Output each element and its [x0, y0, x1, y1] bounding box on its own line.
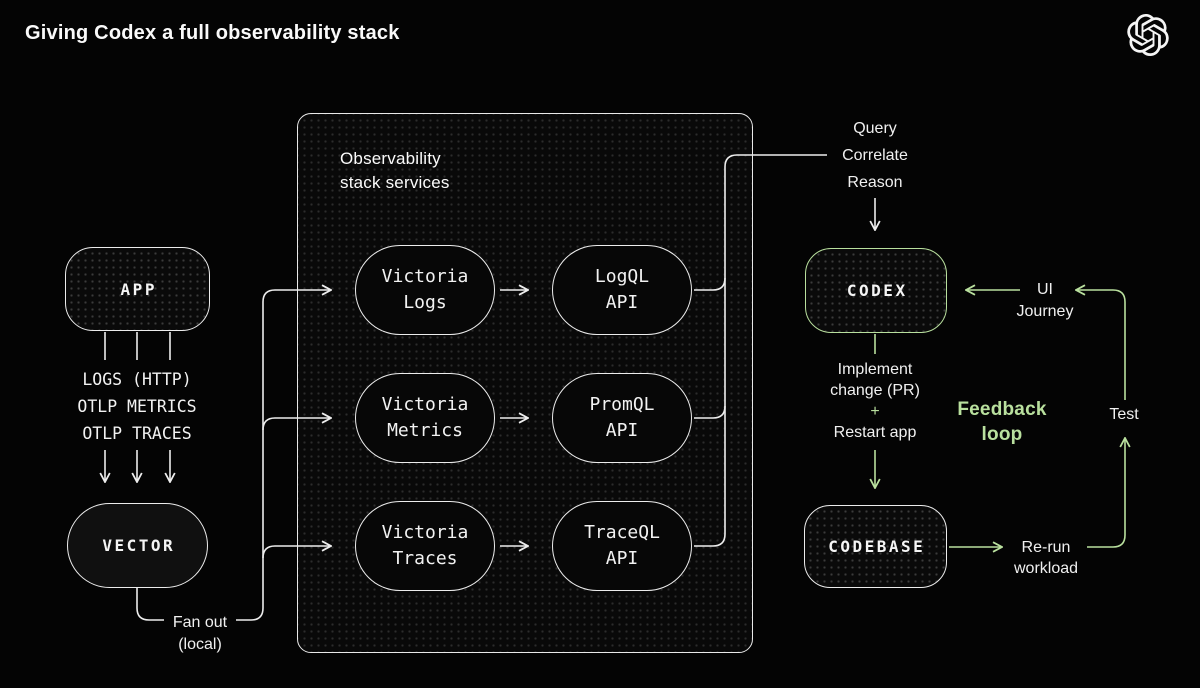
- traceql-api-node: TraceQL API: [552, 501, 692, 591]
- protocol-line: LOGS (HTTP): [82, 370, 192, 389]
- protocol-lines: LOGS (HTTP) OTLP METRICS OTLP TRACES: [37, 366, 237, 447]
- logql-api-node: LogQL API: [552, 245, 692, 335]
- codebase-label: CODEBASE: [828, 537, 926, 556]
- protocol-line: OTLP METRICS: [77, 397, 197, 416]
- observability-stack-title: Observability stack services: [340, 149, 450, 192]
- page-title: Giving Codex a full observability stack: [25, 22, 400, 44]
- codebase-node: CODEBASE: [804, 505, 947, 588]
- victoria-logs-node: Victoria Logs: [355, 245, 495, 335]
- app-label: APP: [120, 279, 157, 299]
- vector-node: VECTOR: [67, 503, 208, 588]
- codex-node: CODEX: [805, 248, 947, 333]
- ui-journey-label: UI Journey: [1016, 281, 1074, 320]
- codex-actions-label: Query Correlate Reason: [842, 120, 908, 191]
- protocol-line: OTLP TRACES: [82, 424, 192, 443]
- promql-api-node: PromQL API: [552, 373, 692, 463]
- implement-restart-label: Implement change (PR) + Restart app: [775, 359, 975, 443]
- test-label: Test: [1109, 406, 1139, 423]
- feedback-loop-label: Feedback loop: [957, 399, 1047, 445]
- fanout-label: Fan out (local): [172, 614, 228, 653]
- rerun-workload-label: Re-run workload: [1013, 539, 1079, 577]
- vector-label: VECTOR: [102, 536, 176, 555]
- openai-logo-icon: [1127, 14, 1169, 57]
- codex-label: CODEX: [846, 281, 908, 300]
- victoria-traces-node: Victoria Traces: [355, 501, 495, 591]
- victoria-metrics-node: Victoria Metrics: [355, 373, 495, 463]
- app-node: APP: [65, 247, 210, 331]
- plus-sign: +: [870, 403, 880, 420]
